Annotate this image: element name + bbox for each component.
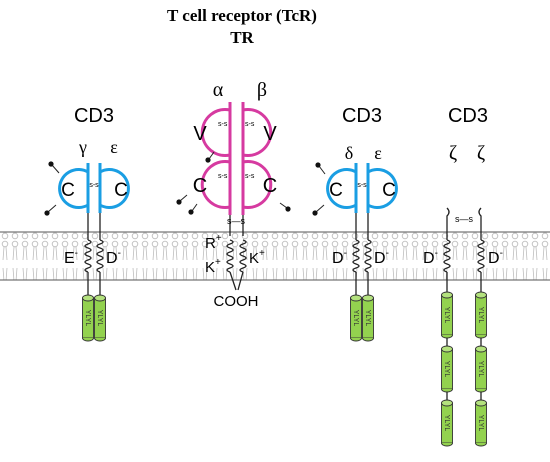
itam-cylinder: YLYL bbox=[94, 294, 106, 342]
alpha-v-domain bbox=[200, 108, 231, 157]
cd3-zz-header: CD3 bbox=[448, 105, 488, 127]
epsilon-c-domain bbox=[99, 168, 130, 209]
ss-bond-label: s-s bbox=[89, 182, 99, 189]
delta-chain-label: δ bbox=[345, 143, 353, 163]
beta-c-domain bbox=[242, 160, 273, 209]
epsilon2-c-label: C bbox=[382, 180, 396, 201]
delta-c-label: C bbox=[329, 180, 343, 201]
itam-label: YLYL bbox=[443, 361, 450, 378]
ss-bond-label: s-s bbox=[245, 121, 255, 128]
cd3-de-header: CD3 bbox=[342, 105, 382, 127]
beta-chain-label: β bbox=[257, 79, 267, 101]
alpha-v-label: V bbox=[193, 123, 207, 145]
title-line-2: TR bbox=[230, 28, 254, 47]
itam-label: YLYL bbox=[477, 415, 484, 432]
tcr-r-residue: R+ bbox=[205, 233, 222, 252]
zeta-chain-label-left: ζ bbox=[449, 142, 457, 164]
alpha-c-label: C bbox=[193, 175, 207, 197]
itam-cylinder: YLYL bbox=[441, 291, 453, 339]
gamma-chain-label: γ bbox=[78, 137, 87, 157]
itam-label: YLYL bbox=[443, 415, 450, 432]
beta-v-label: V bbox=[263, 123, 277, 145]
zeta-tm-residue-right: D- bbox=[488, 248, 503, 267]
itam-cylinder: YLYL bbox=[441, 345, 453, 393]
itam-label: YLYL bbox=[477, 307, 484, 324]
itam-label: YLYL bbox=[364, 310, 371, 327]
itam-cylinder: YLYL bbox=[475, 345, 487, 393]
itam-cylinder: YLYL bbox=[441, 399, 453, 447]
tcr-interchain-disulfide: s—s bbox=[227, 216, 246, 226]
epsilon2-chain-label: ε bbox=[374, 143, 382, 163]
itam-cylinder: YLYL bbox=[362, 294, 374, 342]
itam-label: YLYL bbox=[352, 310, 359, 327]
title-line-1: T cell receptor (TcR) bbox=[167, 6, 317, 25]
epsilon2-tm-residue: D- bbox=[374, 248, 389, 267]
itam-motifs: YLYL YLYL YLYL YLYL YLYL YLYL YLYL YLYL YLYL YLYL bbox=[82, 291, 487, 447]
zeta-tm-residue-left: D- bbox=[423, 248, 438, 267]
gamma-c-label: C bbox=[61, 180, 75, 201]
alpha-c-domain bbox=[200, 160, 231, 209]
tcr-k-residue-beta: K+ bbox=[249, 248, 265, 267]
beta-c-label: C bbox=[263, 175, 277, 197]
zeta-disulfide: s—s bbox=[455, 214, 474, 224]
epsilon-c-label: C bbox=[114, 180, 128, 201]
delta-c-domain bbox=[326, 168, 357, 209]
itam-label: YLYL bbox=[84, 310, 91, 327]
epsilon-chain-label: ε bbox=[110, 137, 118, 157]
tcr-alpha-beta-complex: α β V V C C s-s s-s s-s s-s s—s R+ K+ K+… bbox=[176, 79, 291, 310]
cell-membrane bbox=[0, 231, 550, 281]
cd3-zeta-zeta-complex: CD3 ζ ζ s—s D- D- bbox=[423, 105, 503, 292]
gamma-tm-residue: E- bbox=[64, 248, 78, 267]
gamma-c-domain bbox=[58, 168, 89, 209]
delta-tm-residue: D- bbox=[332, 248, 347, 267]
itam-label: YLYL bbox=[96, 310, 103, 327]
ss-bond-label: s-s bbox=[218, 121, 228, 128]
ss-bond-label: s-s bbox=[357, 182, 367, 189]
zeta-chain-label-right: ζ bbox=[477, 142, 485, 164]
beta-v-domain bbox=[242, 108, 273, 157]
tcr-k-residue-alpha: K+ bbox=[205, 257, 221, 276]
tcr-cooh-label: COOH bbox=[214, 293, 259, 310]
epsilon-tm-residue: D- bbox=[106, 248, 121, 267]
itam-cylinder: YLYL bbox=[82, 294, 94, 342]
cd3-gamma-epsilon-complex: CD3 γ ε C C s-s E- D- bbox=[44, 105, 130, 295]
itam-cylinder: YLYL bbox=[475, 399, 487, 447]
cd3-delta-epsilon-complex: CD3 δ ε C C s-s D- D- bbox=[312, 105, 398, 295]
ss-bond-label: s-s bbox=[245, 173, 255, 180]
itam-label: YLYL bbox=[443, 307, 450, 324]
epsilon2-c-domain bbox=[367, 168, 398, 209]
alpha-chain-label: α bbox=[213, 79, 224, 101]
itam-label: YLYL bbox=[477, 361, 484, 378]
itam-cylinder: YLYL bbox=[350, 294, 362, 342]
cd3-ge-header: CD3 bbox=[74, 105, 114, 127]
ss-bond-label: s-s bbox=[218, 173, 228, 180]
itam-cylinder: YLYL bbox=[475, 291, 487, 339]
